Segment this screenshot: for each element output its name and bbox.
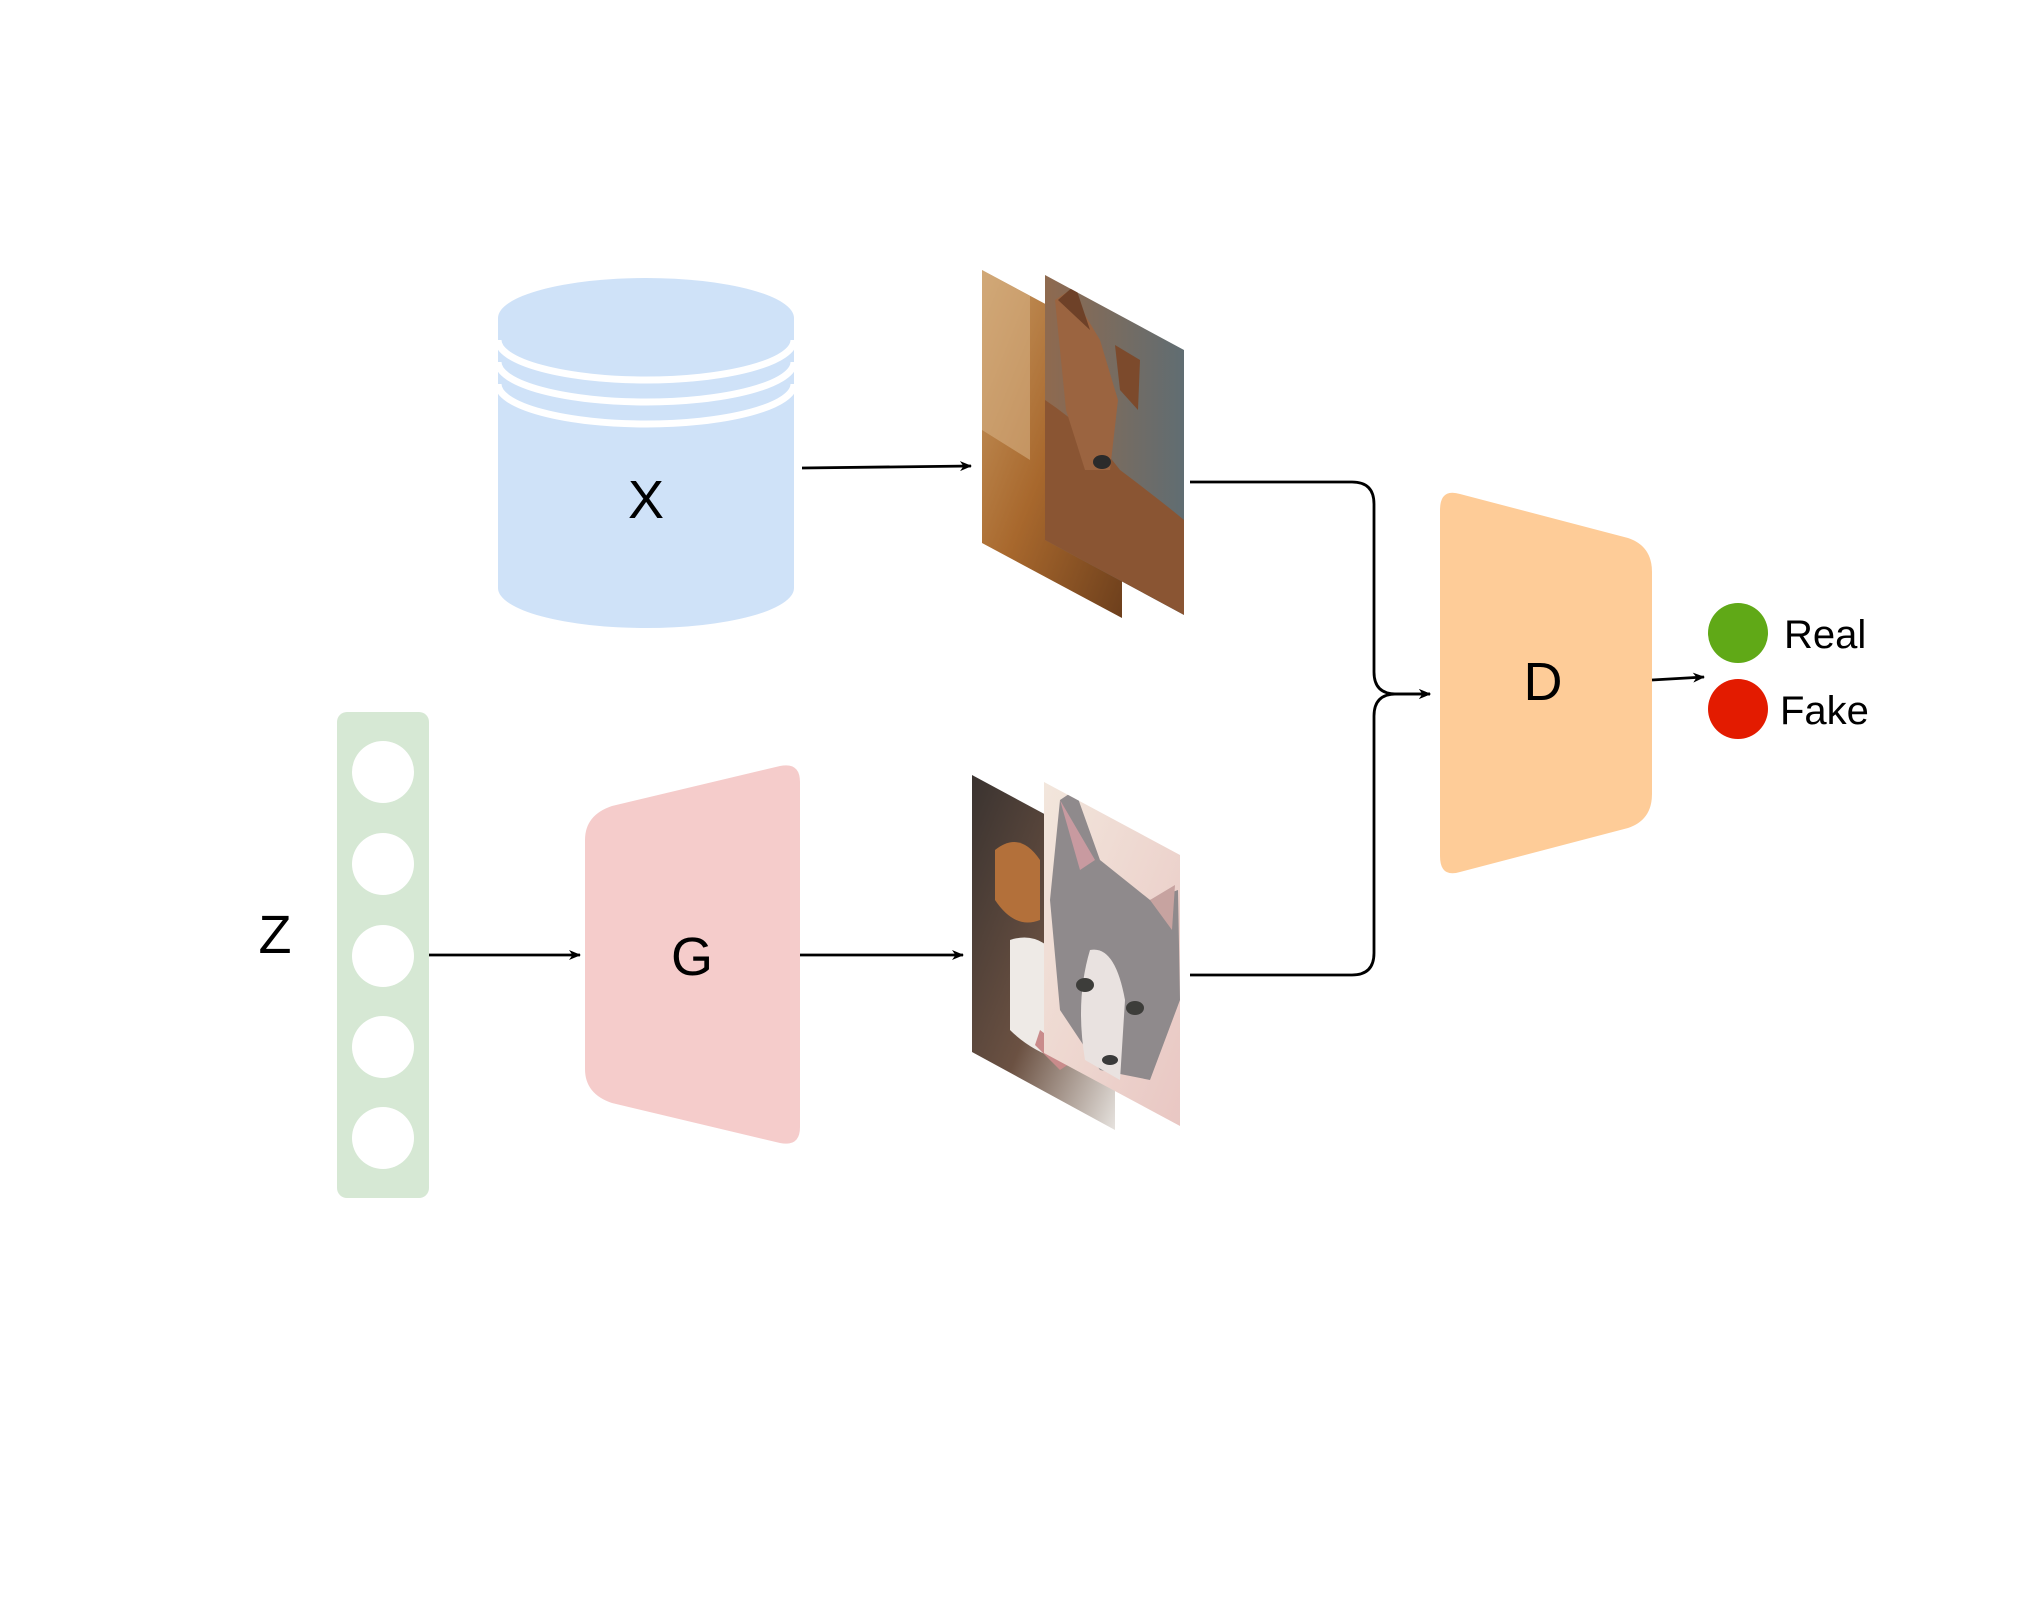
arrow-fake-images-to-discriminator (1190, 689, 1431, 977)
real-output-label: Real (1784, 613, 1866, 657)
noise-vector (337, 712, 429, 1198)
output-legend: Real Fake (1708, 603, 1869, 739)
arrow-real-images-to-discriminator (1190, 480, 1431, 699)
dataset-label: X (628, 470, 664, 530)
real-image-stack (982, 270, 1184, 618)
dataset-cylinder-top (498, 278, 794, 358)
arrow-dataset-to-real-images (801, 461, 972, 472)
noise-unit (352, 1016, 414, 1078)
real-image-dog-front (1045, 275, 1184, 615)
noise-unit (352, 741, 414, 803)
noise-unit (352, 1107, 414, 1169)
dataset-cylinder (494, 278, 798, 628)
generator-label: G (671, 927, 713, 987)
real-indicator-icon (1708, 603, 1768, 663)
fake-indicator-icon (1708, 679, 1768, 739)
fake-image-stack (972, 775, 1180, 1130)
arrow-discriminator-to-output (1651, 672, 1705, 683)
dataset-cylinder-ring-1 (494, 339, 798, 384)
noise-label: Z (259, 905, 292, 965)
fake-image-cat (1044, 782, 1180, 1126)
discriminator-label: D (1524, 652, 1563, 712)
dataset-cylinder-ring-3 (494, 383, 798, 428)
fake-output-label: Fake (1780, 689, 1869, 733)
dataset-cylinder-ring-2 (494, 361, 798, 406)
noise-unit (352, 833, 414, 895)
discriminator-block (1440, 492, 1652, 874)
noise-unit (352, 925, 414, 987)
generator-block (585, 765, 800, 1144)
